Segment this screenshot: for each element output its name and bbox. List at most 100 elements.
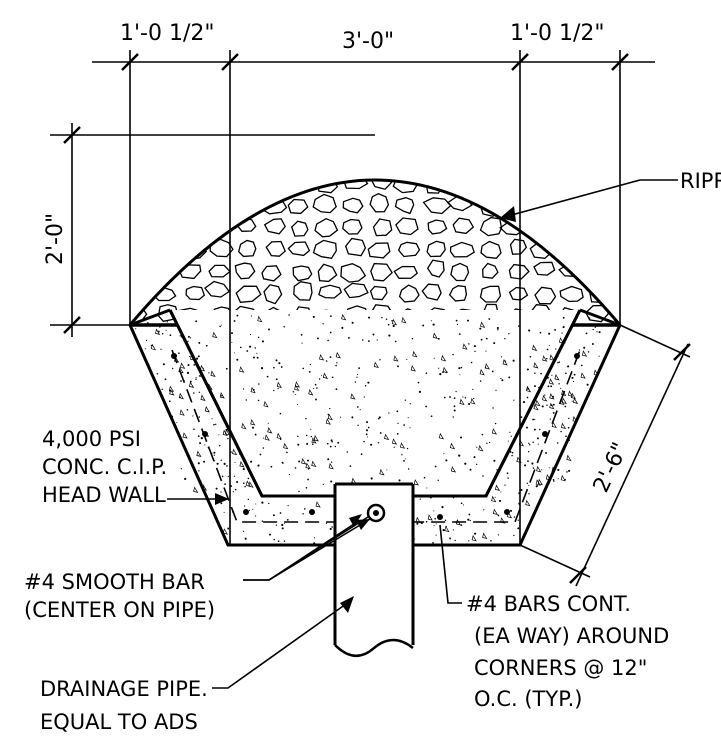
concrete-speckle <box>145 394 151 402</box>
concrete-speckle <box>536 485 539 487</box>
concrete-speckle <box>252 388 255 391</box>
concrete-speckle <box>249 333 252 336</box>
concrete-speckle <box>245 480 251 487</box>
riprap-stone <box>426 259 445 278</box>
concrete-speckle <box>166 439 169 442</box>
concrete-speckle <box>619 503 620 511</box>
concrete-speckle <box>267 426 273 434</box>
riprap-stone <box>237 85 260 102</box>
concrete-speckle <box>542 499 548 507</box>
concrete-speckle <box>455 390 457 393</box>
riprap-stone <box>183 180 206 194</box>
riprap-stone <box>157 304 179 323</box>
concrete-speckle <box>618 403 620 410</box>
concrete-speckle <box>491 428 498 435</box>
concrete-speckle <box>335 351 341 359</box>
concrete-speckle <box>273 538 275 541</box>
riprap-stone <box>184 109 203 125</box>
concrete-speckle <box>145 379 147 382</box>
concrete-speckle <box>596 508 599 510</box>
concrete-speckle <box>213 454 215 456</box>
concrete-speckle <box>135 328 137 330</box>
concrete-speckle <box>300 334 303 336</box>
concrete-speckle <box>541 469 543 471</box>
concrete-speckle <box>364 384 367 387</box>
concrete-speckle <box>406 358 408 361</box>
concrete-speckle <box>526 482 529 484</box>
concrete-speckle <box>329 445 332 448</box>
riprap-stone <box>130 131 151 145</box>
riprap-stone <box>290 220 309 237</box>
concrete-speckle <box>449 396 451 398</box>
concrete-speckle <box>218 434 220 436</box>
concrete-speckle <box>331 441 333 443</box>
riprap-stone <box>234 262 256 280</box>
riprap-stone <box>266 87 283 102</box>
concrete-speckle <box>236 480 239 484</box>
concrete-speckle <box>566 471 568 473</box>
concrete-speckle <box>156 542 159 545</box>
concrete-speckle <box>220 502 223 505</box>
concrete-speckle <box>209 303 213 308</box>
concrete-speckle <box>301 342 303 344</box>
riprap-stone <box>611 220 620 235</box>
concrete-speckle <box>354 381 357 383</box>
concrete-speckle <box>580 504 583 507</box>
concrete-speckle <box>397 422 399 425</box>
concrete-speckle <box>598 331 601 334</box>
concrete-speckle <box>216 462 219 465</box>
concrete-speckle <box>581 350 588 357</box>
concrete-speckle <box>192 474 194 476</box>
concrete-speckle <box>245 399 247 401</box>
concrete-speckle <box>509 509 513 512</box>
concrete-speckle <box>363 440 365 443</box>
concrete-speckle <box>187 492 189 494</box>
concrete-speckle <box>195 320 198 323</box>
drainage-pipe <box>333 482 415 657</box>
concrete-speckle <box>136 377 143 385</box>
concrete-speckle <box>513 534 515 537</box>
concrete-speckle <box>370 477 373 480</box>
riprap-stone <box>454 129 472 145</box>
concrete-speckle <box>325 360 328 362</box>
concrete-speckle <box>556 442 559 444</box>
concrete-speckle <box>571 376 574 379</box>
riprap-stone <box>231 112 255 127</box>
concrete-speckle <box>232 491 235 493</box>
concrete-speckle <box>148 375 151 378</box>
concrete-speckle <box>378 416 381 419</box>
concrete-speckle <box>548 332 551 335</box>
concrete-speckle <box>257 315 263 323</box>
riprap-stone <box>616 109 634 124</box>
concrete-speckle <box>356 406 359 408</box>
concrete-speckle <box>586 383 589 386</box>
concrete-speckle <box>591 513 593 515</box>
concrete-speckle <box>433 357 435 359</box>
concrete-speckle <box>193 428 195 430</box>
concrete-speckle <box>315 398 317 401</box>
riprap-stone <box>317 263 338 283</box>
concrete-speckle <box>396 410 399 413</box>
concrete-speckle <box>558 474 560 476</box>
riprap-stone <box>124 152 149 168</box>
concrete-speckle <box>386 469 388 471</box>
concrete-speckle <box>250 419 256 426</box>
concrete-speckle <box>219 392 225 399</box>
concrete-speckle <box>363 396 365 398</box>
concrete-speckle <box>452 529 454 531</box>
concrete-speckle <box>557 478 559 480</box>
concrete-speckle <box>580 372 586 379</box>
concrete-speckle <box>161 333 164 335</box>
concrete-speckle <box>195 377 197 379</box>
concrete-speckle <box>159 326 161 328</box>
concrete-speckle <box>437 479 439 481</box>
concrete-speckle <box>522 401 526 404</box>
concrete-speckle <box>607 353 613 361</box>
dim-right-offset: 1'-0 1/2" <box>510 21 605 46</box>
concrete-speckle <box>511 454 513 457</box>
concrete-speckle <box>184 477 187 481</box>
concrete-speckle <box>212 331 218 339</box>
concrete-speckle <box>614 386 616 389</box>
concrete-speckle <box>283 325 285 328</box>
